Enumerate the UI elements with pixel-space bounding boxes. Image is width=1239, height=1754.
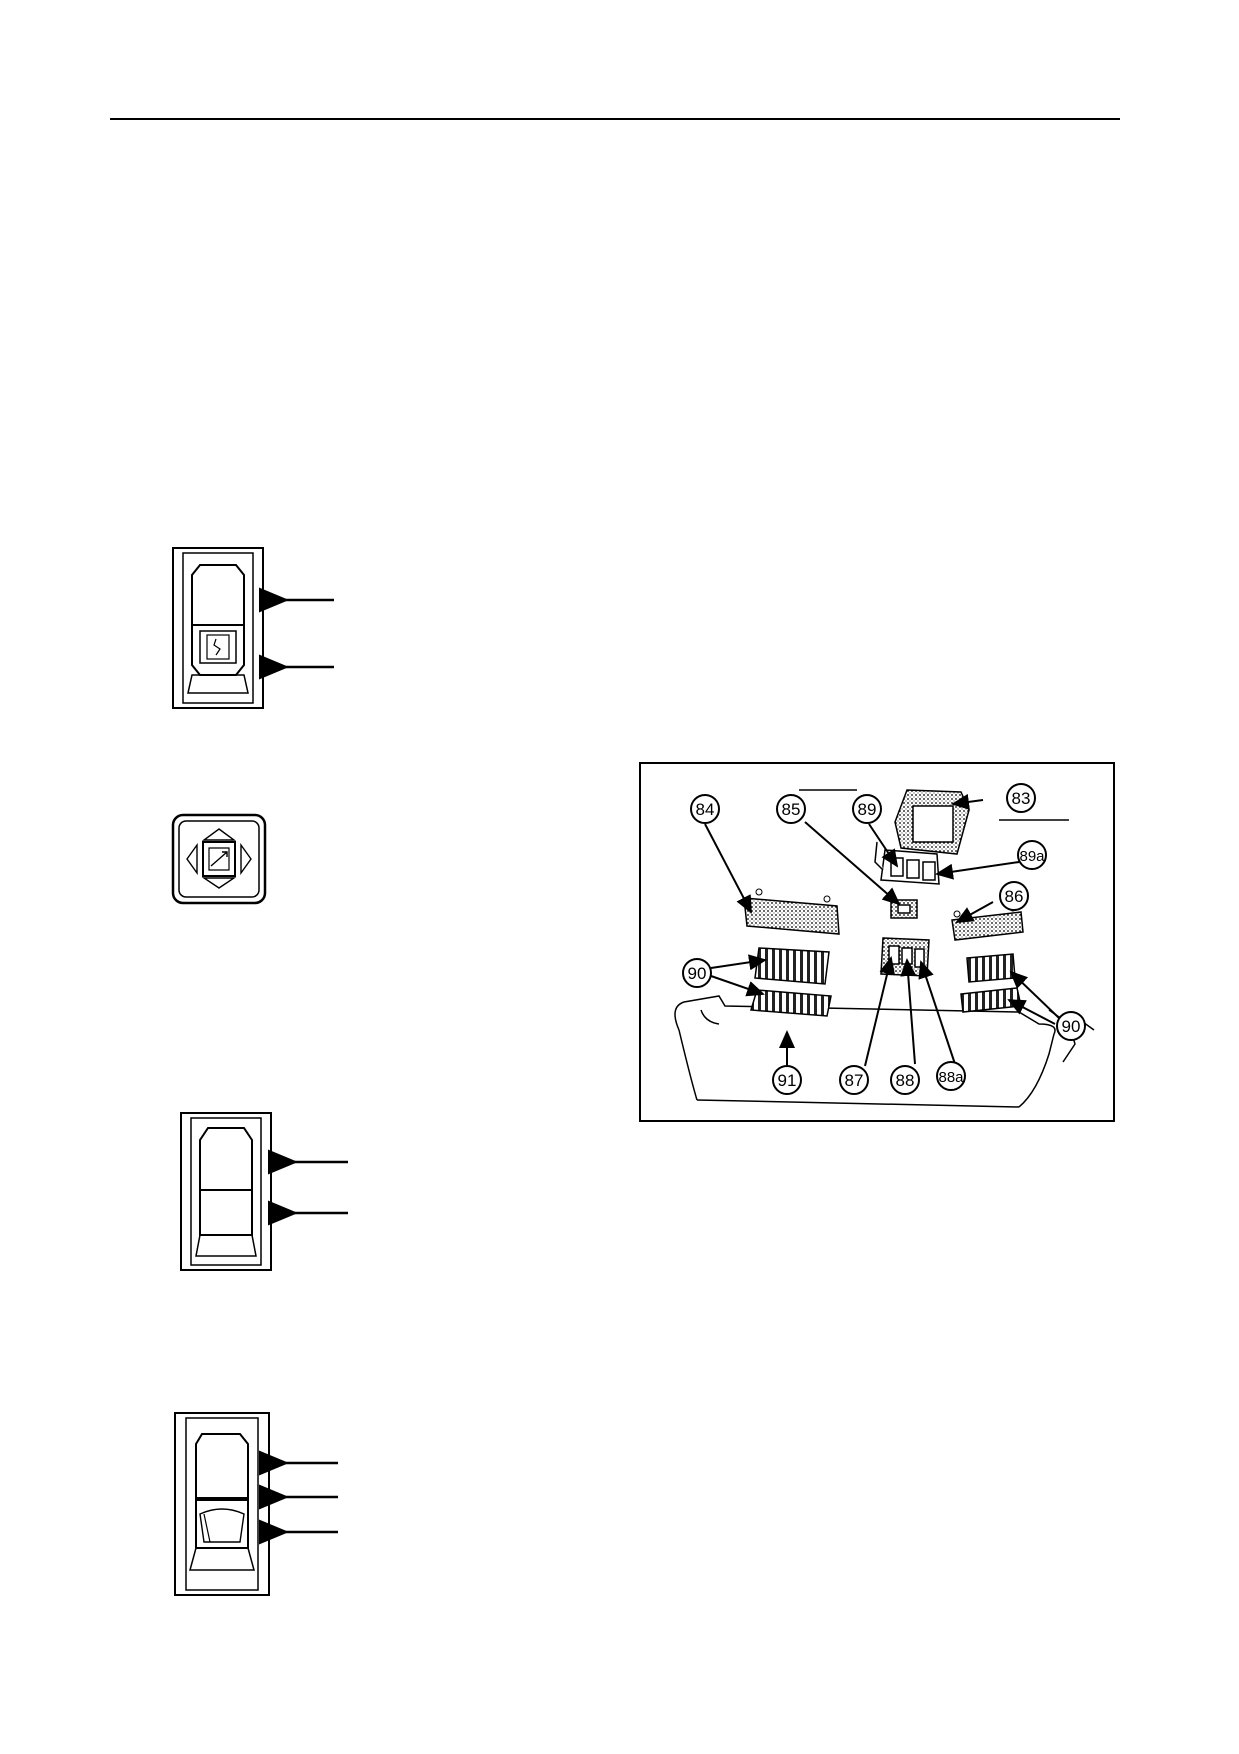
screw [755,888,763,896]
svg-text:87: 87 [845,1071,864,1090]
callout-88: 88 [890,1065,920,1095]
leader-line-90-right [1009,970,1060,1019]
leader-line-88a [918,960,956,1065]
callout-90-left: 90 [682,958,712,988]
diagram-frame [639,762,1115,1122]
leader-line-89a [935,861,1020,880]
leader-line-87 [864,956,896,1067]
callout-83: 83 [1006,783,1036,813]
callout-91: 91 [772,1065,802,1095]
screw [823,895,831,903]
rocker-switch-dial-icon [174,1412,270,1596]
leader-line-83 [951,793,984,810]
leader-line-88 [900,958,917,1065]
callout-88a: 88a [936,1061,966,1091]
leader-line-86 [955,901,994,923]
leader-line-90-left [710,975,765,997]
dashboard-diagram: 84 85 89 83 89a 86 90 90 91 87 88 88a [639,762,1115,1122]
svg-text:91: 91 [778,1071,797,1090]
callout-90-right: 90 [1056,1011,1086,1041]
air-vent-left-lower [750,989,832,1017]
svg-text:90: 90 [1062,1017,1081,1036]
svg-text:90: 90 [688,964,707,983]
callout-87: 87 [839,1065,869,1095]
callout-89: 89 [852,794,882,824]
svg-text:89a: 89a [1019,848,1045,865]
rocker-switch-lamp-figure [172,547,334,709]
svg-text:89: 89 [858,800,877,819]
svg-text:83: 83 [1012,789,1031,808]
instrument-cluster [894,789,970,855]
svg-text:86: 86 [1005,887,1024,906]
svg-text:88a: 88a [938,1069,964,1086]
panel-84 [743,897,840,935]
air-vent-left-upper [754,947,830,985]
rocker-switch-dial-figure [174,1412,338,1596]
svg-text:88: 88 [896,1071,915,1090]
leader-line-90-right [1007,999,1056,1025]
svg-text:85: 85 [782,800,801,819]
header-rule [110,118,1120,120]
rocker-switch-plain-figure [180,1112,348,1271]
rocker-switch-plain-icon [180,1112,272,1271]
air-vent-right-upper [966,953,1016,983]
four-way-mirror-switch-icon [171,813,267,905]
callout-84: 84 [690,794,720,824]
leader-line-85 [804,821,901,906]
leader-line-84 [704,823,752,914]
joystick-switch-figure [171,813,267,905]
callout-86: 86 [999,881,1029,911]
callout-85: 85 [776,794,806,824]
rocker-switch-lamp-icon [172,547,264,709]
leader-line-90-left [710,954,767,971]
callout-89a: 89a [1017,840,1047,870]
leader-line-89 [868,823,899,868]
svg-text:84: 84 [696,800,715,819]
